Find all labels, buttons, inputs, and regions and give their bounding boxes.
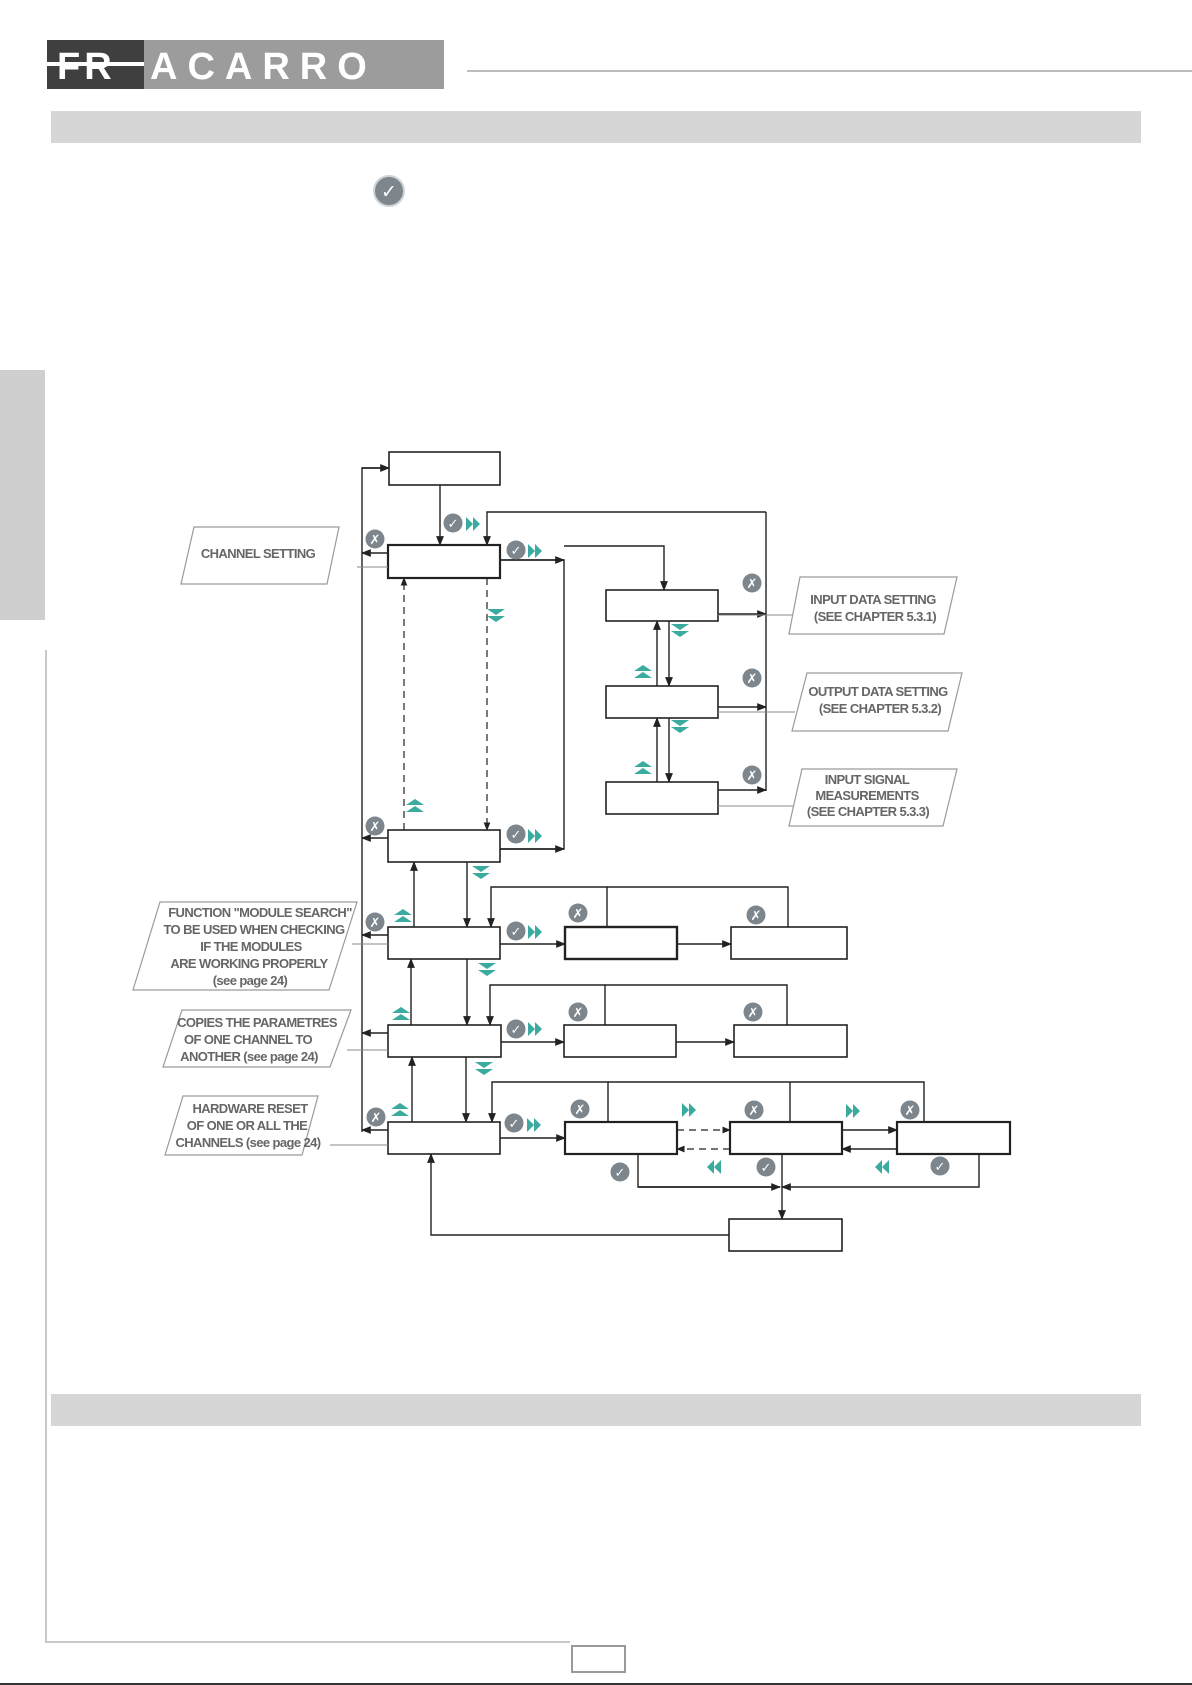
double-arrow-up-icon <box>634 761 652 774</box>
double-arrow-right-icon <box>528 829 542 843</box>
left-margin-rule <box>45 650 47 1643</box>
double-arrow-right-icon <box>466 517 480 531</box>
menu-box-reset-step2 <box>728 1120 844 1156</box>
cross-circle-icon <box>742 765 762 785</box>
cross-circle-icon <box>746 905 766 925</box>
cross-circle-icon <box>900 1100 920 1120</box>
menu-box-input-signal <box>605 781 719 815</box>
check-circle-icon <box>610 1162 630 1182</box>
check-circle-icon <box>443 513 463 533</box>
double-arrow-left-icon <box>875 1160 889 1174</box>
note-output-data <box>791 672 963 732</box>
menu-box-input-data <box>605 589 719 622</box>
double-arrow-down-icon <box>671 720 689 733</box>
check-circle-icon <box>506 921 526 941</box>
check-circle-icon <box>506 540 526 560</box>
note-output-data-text: OUTPUT DATA SETTING(SEE CHAPTER 5.3.2) <box>808 684 948 716</box>
section-header-bar-bottom <box>51 1394 1141 1426</box>
side-tab <box>0 370 45 620</box>
double-arrow-right-icon <box>528 925 542 939</box>
page-bottom-line <box>0 1683 1192 1685</box>
check-circle-icon <box>506 824 526 844</box>
logo-text-dark: FR <box>57 46 116 88</box>
double-arrow-down-icon <box>487 609 505 622</box>
double-arrow-up-icon <box>392 1007 410 1020</box>
svg-text:✓: ✓ <box>381 181 397 203</box>
note-input-data-text: INPUT DATA SETTING(SEE CHAPTER 5.3.1) <box>810 592 936 624</box>
check-circle-icon <box>930 1156 950 1176</box>
cross-circle-icon <box>365 816 385 836</box>
menu-box-module-search-step1 <box>563 925 679 961</box>
menu-box-module-search-step2 <box>730 926 848 960</box>
menu-box-copy-step1 <box>563 1024 677 1058</box>
cross-circle-icon <box>568 903 588 923</box>
menu-box-reset <box>387 1121 501 1155</box>
cross-circle-icon <box>365 529 385 549</box>
cross-circle-icon <box>743 1002 763 1022</box>
menu-box-channel <box>386 543 502 580</box>
check-circle-icon: ✓ <box>373 175 405 207</box>
fracarro-logo: FR ACARRO <box>47 40 444 89</box>
note-copy-params <box>162 1009 352 1068</box>
cross-circle-icon <box>570 1099 590 1119</box>
double-arrow-right-icon <box>528 1022 542 1036</box>
check-circle-icon <box>506 1019 526 1039</box>
menu-box-channel-last <box>387 829 501 863</box>
double-arrow-down-icon <box>472 866 490 879</box>
double-arrow-right-icon <box>846 1104 860 1118</box>
cross-circle-icon <box>568 1002 588 1022</box>
note-channel-setting <box>180 526 340 585</box>
header-rule <box>467 70 1192 72</box>
menu-box-reset-step3 <box>895 1120 1012 1156</box>
note-module-search <box>132 901 358 991</box>
note-module-search-text: FUNCTION "MODULE SEARCH"TO BE USED WHEN … <box>163 905 352 988</box>
note-input-data <box>788 576 958 635</box>
double-arrow-right-icon <box>682 1103 696 1117</box>
double-arrow-up-icon <box>634 665 652 678</box>
menu-flow-diagram: ✓ ✗ <box>132 451 1012 1252</box>
double-arrow-up-icon <box>394 909 412 922</box>
double-arrow-right-icon <box>528 544 542 558</box>
cross-circle-icon <box>366 1107 386 1127</box>
double-arrow-up-icon <box>406 799 424 812</box>
double-arrow-left-icon <box>707 1160 721 1174</box>
menu-box-copy <box>387 1024 502 1058</box>
double-arrow-right-icon <box>527 1118 541 1132</box>
note-channel-setting-text: CHANNEL SETTING <box>201 546 316 561</box>
section-header-bar-top <box>51 111 1141 143</box>
cross-circle-icon <box>365 912 385 932</box>
menu-box-reset-step1 <box>563 1120 679 1156</box>
cross-circle-icon <box>742 668 762 688</box>
menu-box-module-search <box>387 926 501 960</box>
page-number-box <box>571 1645 626 1673</box>
note-input-signal <box>788 768 958 827</box>
menu-box-reset-result <box>728 1218 843 1252</box>
double-arrow-up-icon <box>391 1103 409 1116</box>
double-arrow-down-icon <box>478 963 496 976</box>
note-hardware-reset <box>164 1095 319 1156</box>
logo-text-light: ACARRO <box>150 46 377 88</box>
menu-box-output-data <box>605 685 719 719</box>
double-arrow-down-icon <box>671 624 689 637</box>
menu-box-top <box>388 451 501 486</box>
double-arrow-down-icon <box>475 1062 493 1075</box>
check-circle-icon <box>756 1157 776 1177</box>
menu-box-copy-step2 <box>733 1024 848 1058</box>
bottom-margin-rule <box>45 1641 570 1643</box>
check-circle-icon <box>504 1113 524 1133</box>
cross-circle-icon <box>744 1100 764 1120</box>
cross-circle-icon <box>742 573 762 593</box>
